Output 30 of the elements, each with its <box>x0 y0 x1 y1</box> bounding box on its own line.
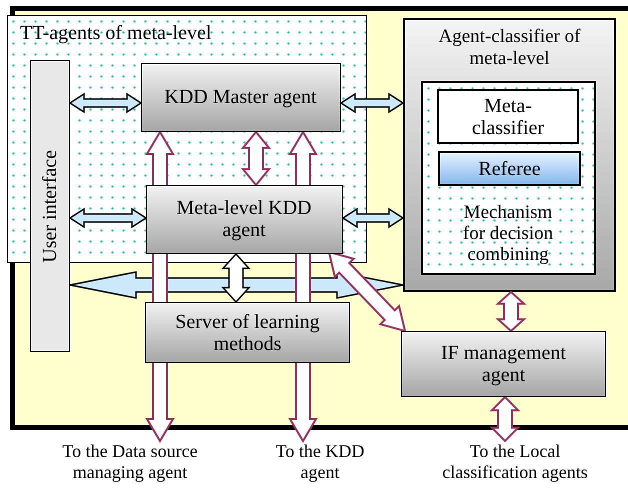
agent-box <box>401 331 606 397</box>
agent-box <box>140 62 340 132</box>
interface-bar <box>30 60 70 352</box>
box-label: Server of learning methods <box>174 310 321 354</box>
destination-text: To the KDD agent <box>274 441 366 483</box>
box-label: Meta-classifier <box>470 94 546 138</box>
component-box <box>438 151 581 186</box>
double-arrow <box>240 130 272 187</box>
panel-title: Agent-classifier of meta-level <box>438 26 582 70</box>
component-box <box>437 89 579 144</box>
double-arrow <box>495 290 527 332</box>
double-arrow <box>340 92 404 114</box>
box-label: IF management agent <box>440 342 567 386</box>
agent-box <box>145 302 350 363</box>
double-arrow <box>490 396 520 442</box>
destination-text: To the Local classification agents <box>441 441 589 483</box>
panel-title: TT-agents of meta-level <box>20 22 212 44</box>
double-arrow <box>68 208 148 228</box>
agent-box <box>146 184 342 254</box>
double-arrow <box>342 208 404 228</box>
double-arrow <box>68 92 142 114</box>
double-arrow <box>221 252 251 304</box>
destination-text: To the Data source managing agent <box>61 441 199 483</box>
box-label: Referee <box>477 158 542 180</box>
box-label: Meta-level KDD agent <box>176 197 312 241</box>
mechanism-text: Mechanism for decision combining <box>462 202 554 264</box>
classifier-panel <box>403 18 616 292</box>
mechanism-panel <box>420 80 596 274</box>
box-label: KDD Master agent <box>163 86 318 108</box>
box-label: User interface <box>39 150 61 262</box>
